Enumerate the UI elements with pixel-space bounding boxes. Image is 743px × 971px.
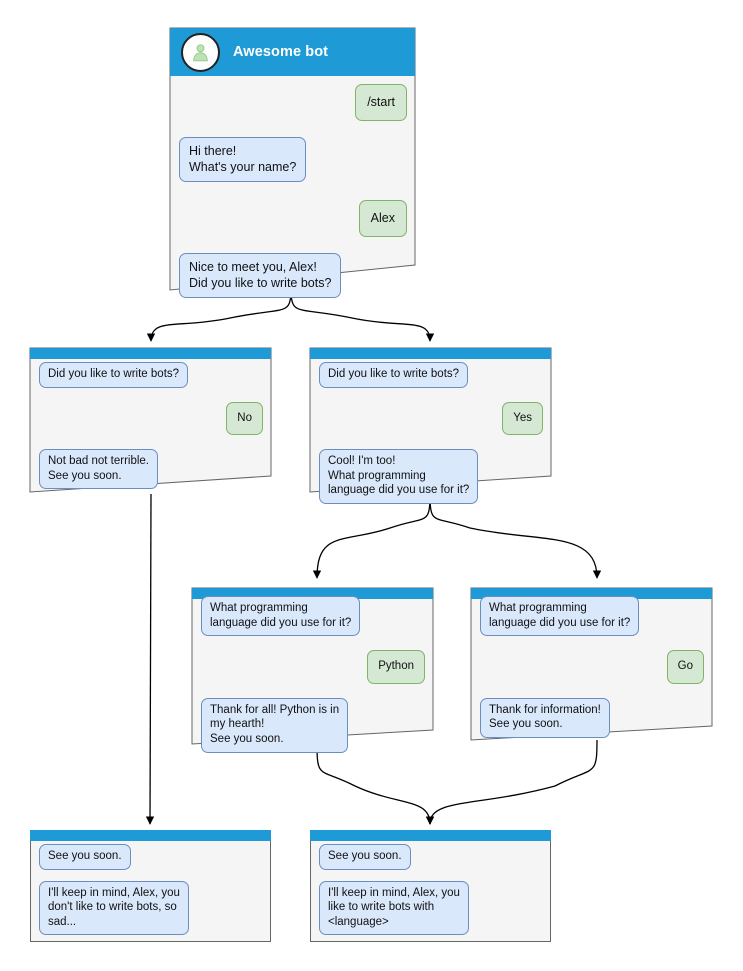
message-row: Not bad not terrible. See you soon. — [39, 449, 263, 490]
message-row: Alex — [179, 200, 407, 237]
edge-go-to-end — [425, 739, 598, 825]
user-message-bubble: Go — [666, 650, 704, 684]
message-row: Did you like to write bots? — [39, 362, 263, 388]
card-header-start: Awesome bot — [170, 28, 415, 76]
user-message-bubble: No — [226, 401, 263, 436]
message-row: I'll keep in mind, Alex, you don't like … — [39, 880, 263, 936]
message-row: See you soon. — [319, 844, 543, 870]
message-row: I'll keep in mind, Alex, you like to wri… — [319, 880, 543, 936]
card-lang-go[interactable]: What programming language did you use fo… — [470, 587, 713, 741]
card-end-sad[interactable]: See you soon. I'll keep in mind, Alex, y… — [30, 830, 271, 942]
message-row: Thank for all! Python is in my hearth! S… — [201, 697, 425, 753]
message-row: Hi there! What's your name? — [179, 137, 407, 182]
bot-message-bubble: Did you like to write bots? — [39, 362, 189, 388]
user-message-bubble: Alex — [358, 200, 407, 237]
message-row: What programming language did you use fo… — [480, 596, 704, 637]
chat-area-start: /start Hi there! What's your name? Alex … — [170, 76, 415, 298]
message-row: Thank for information! See you soon. — [480, 697, 704, 738]
message-row: See you soon. — [39, 844, 263, 870]
edge-python-to-end — [316, 743, 435, 825]
message-row: Nice to meet you, Alex! Did you like to … — [179, 253, 407, 298]
bot-message-bubble: What programming language did you use fo… — [480, 596, 640, 637]
message-row: Go — [480, 650, 704, 684]
bot-message-bubble: Cool! I'm too! What programming language… — [319, 449, 479, 504]
bot-message-bubble: See you soon. — [319, 844, 411, 870]
bot-message-bubble: I'll keep in mind, Alex, you don't like … — [39, 880, 189, 936]
message-row: Cool! I'm too! What programming language… — [319, 449, 543, 504]
message-row: Did you like to write bots? — [319, 362, 543, 388]
person-glyph — [193, 43, 208, 61]
message-row: Yes — [319, 401, 543, 436]
card-answer-yes[interactable]: Did you like to write bots? Yes Cool! I'… — [309, 347, 552, 504]
edge-no-to-end-sad — [145, 493, 155, 825]
chat-area-end-sad: See you soon. I'll keep in mind, Alex, y… — [30, 841, 271, 936]
chat-area-answer-yes: Did you like to write bots? Yes Cool! I'… — [310, 359, 551, 504]
card-answer-no[interactable]: Did you like to write bots? No Not bad n… — [29, 347, 272, 493]
card-start[interactable]: Awesome bot /start Hi there! What's your… — [169, 27, 416, 298]
user-message-bubble: /start — [355, 84, 407, 121]
card-lang-python[interactable]: What programming language did you use fo… — [191, 587, 434, 753]
bot-message-bubble: I'll keep in mind, Alex, you like to wri… — [319, 880, 469, 936]
message-row: /start — [179, 84, 407, 121]
bot-message-bubble: See you soon. — [39, 844, 131, 870]
bot-message-bubble: Hi there! What's your name? — [179, 137, 307, 182]
bot-message-bubble: Did you like to write bots? — [319, 362, 469, 388]
bot-message-bubble: Thank for information! See you soon. — [480, 697, 610, 738]
bot-message-bubble: What programming language did you use fo… — [201, 596, 361, 637]
message-row: Python — [201, 650, 425, 684]
bot-message-bubble: Nice to meet you, Alex! Did you like to … — [179, 253, 342, 298]
bot-message-bubble: Not bad not terrible. See you soon. — [39, 449, 159, 490]
chat-area-answer-no: Did you like to write bots? No Not bad n… — [30, 359, 271, 490]
message-row: No — [39, 401, 263, 436]
user-message-bubble: Python — [367, 650, 425, 684]
user-message-bubble: Yes — [502, 401, 543, 436]
message-row: What programming language did you use fo… — [201, 596, 425, 637]
chat-area-end-happy: See you soon. I'll keep in mind, Alex, y… — [310, 841, 551, 936]
person-avatar-icon — [181, 32, 220, 72]
chat-area-lang-go: What programming language did you use fo… — [471, 596, 712, 738]
edge-yes-to-python — [312, 491, 431, 579]
chat-area-lang-python: What programming language did you use fo… — [192, 596, 433, 753]
card-end-happy[interactable]: See you soon. I'll keep in mind, Alex, y… — [310, 830, 551, 942]
bot-message-bubble: Thank for all! Python is in my hearth! S… — [201, 697, 349, 753]
edge-yes-to-go — [429, 491, 602, 579]
bot-name-label: Awesome bot — [233, 44, 329, 60]
